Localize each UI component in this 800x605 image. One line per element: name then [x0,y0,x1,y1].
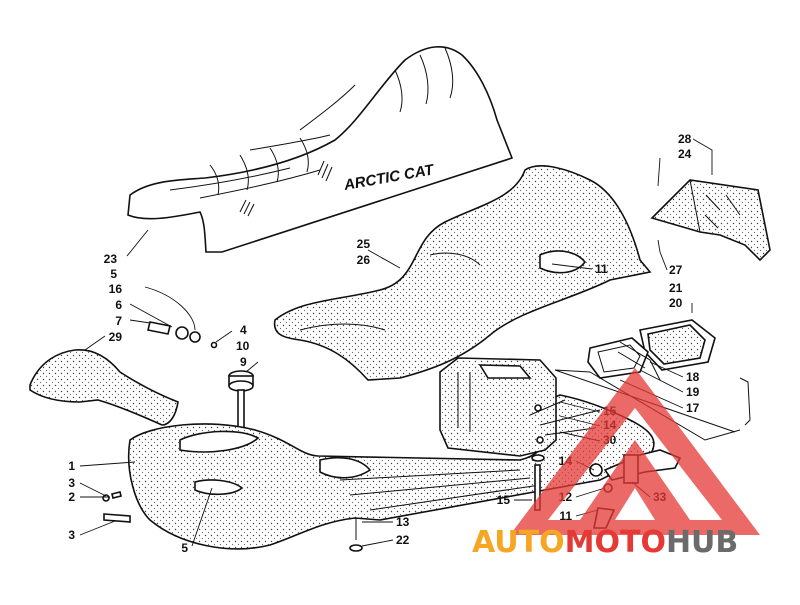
rear-flap [650,179,771,262]
callout-11: 11 [595,262,608,276]
callout-18: 16 [109,282,123,296]
callout-8: 7 [115,314,122,328]
callout-29: 27 [669,263,683,277]
watermark-triangle-icon [510,368,760,535]
watermark-part-hub: HUB [666,525,738,560]
callout-14-bottom: 13 [396,515,410,529]
callout-24: 22 [396,533,410,547]
callout-3-bottom: 3 [68,528,75,542]
callout-4: 4 [240,323,247,337]
callout-26: 24 [678,147,692,161]
callout-21: 19 [686,385,700,399]
side-panel [29,349,179,426]
callout-27: 25 [357,237,371,251]
callout-3-top: 3 [68,476,75,490]
callout-19: 17 [686,401,700,415]
fuel-cap [228,370,254,429]
seat-cover: ARCTIC CAT [127,45,514,253]
taillight [587,319,716,379]
seat-base-tank [127,357,655,550]
callout-1: 1 [68,459,75,473]
callout-9: 9 [240,355,247,369]
callout-7: 6 [115,298,122,312]
callout-23: 21 [669,281,683,295]
callout-15: 15 [497,493,511,507]
seat-foam [273,165,652,381]
watermark-part-auto: AUTO [472,525,565,560]
callout-31: 29 [109,330,123,344]
watermark-part-moto: MOTO [565,525,666,560]
callout-6: 5 [110,267,117,281]
leader-lines [79,138,713,547]
callout-25: 23 [104,252,118,266]
watermark [510,368,760,535]
hardware-left [102,321,218,523]
callout-30: 28 [678,132,692,146]
callout-12: 11 [559,509,572,523]
callout-20: 18 [686,370,700,384]
callout-10: 10 [236,339,250,353]
watermark-text: AUTOMOTOHUB [472,525,738,560]
callout-5: 5 [181,541,188,555]
callout-22: 20 [669,296,683,310]
callout-2: 2 [68,490,75,504]
callout-28: 26 [357,253,371,267]
